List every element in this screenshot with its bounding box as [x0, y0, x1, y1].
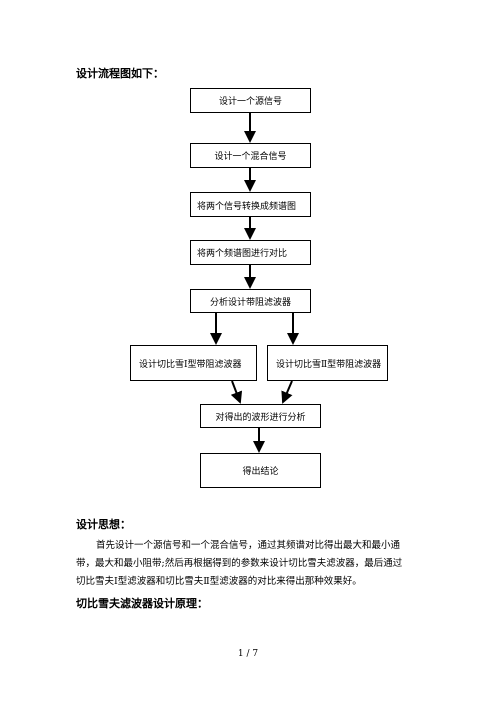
idea-heading: 设计思想： [76, 518, 131, 531]
flow-step-spectrum-convert: 将两个信号转换成频谱图 [190, 192, 311, 217]
page-number: 1 / 7 [237, 649, 259, 659]
flow-step-source-signal: 设计一个源信号 [190, 88, 311, 113]
flow-step-analyze-bandstop: 分析设计带阻滤波器 [190, 289, 311, 313]
flow-step-waveform-analysis: 对得出的波形进行分析 [200, 404, 321, 428]
flow-heading: 设计流程图如下： [76, 67, 164, 80]
flow-step-chebyshev-2: 设计切比雪Ⅱ型带阻滤波器 [267, 345, 388, 381]
idea-paragraph: 首先设计一个源信号和一个混合信号，通过其频谱对比得出最大和最小通 带，最大和最小… [76, 537, 436, 591]
idea-line-2: 带，最大和最小阻带;然后再根据得到的参数来设计切比雪夫滤波器，最后通过 [76, 558, 403, 569]
idea-line-3: 切比雪夫Ⅰ型滤波器和切比雪夫Ⅱ型滤波器的对比来得出那种效果好。 [76, 576, 362, 587]
idea-line-1: 首先设计一个源信号和一个混合信号，通过其频谱对比得出最大和最小通 [96, 540, 401, 551]
flow-step-chebyshev-1: 设计切比雪Ⅰ型带阻滤波器 [130, 345, 257, 381]
principle-heading: 切比雪夫滤波器设计原理： [76, 597, 208, 610]
flow-step-conclusion: 得出结论 [200, 453, 321, 488]
flow-step-mixed-signal: 设计一个混合信号 [190, 143, 311, 168]
arrow-6a-7 [230, 380, 243, 404]
flow-step-spectrum-compare: 将两个频谱图进行对比 [190, 240, 311, 265]
arrow-6b-7 [281, 380, 293, 404]
